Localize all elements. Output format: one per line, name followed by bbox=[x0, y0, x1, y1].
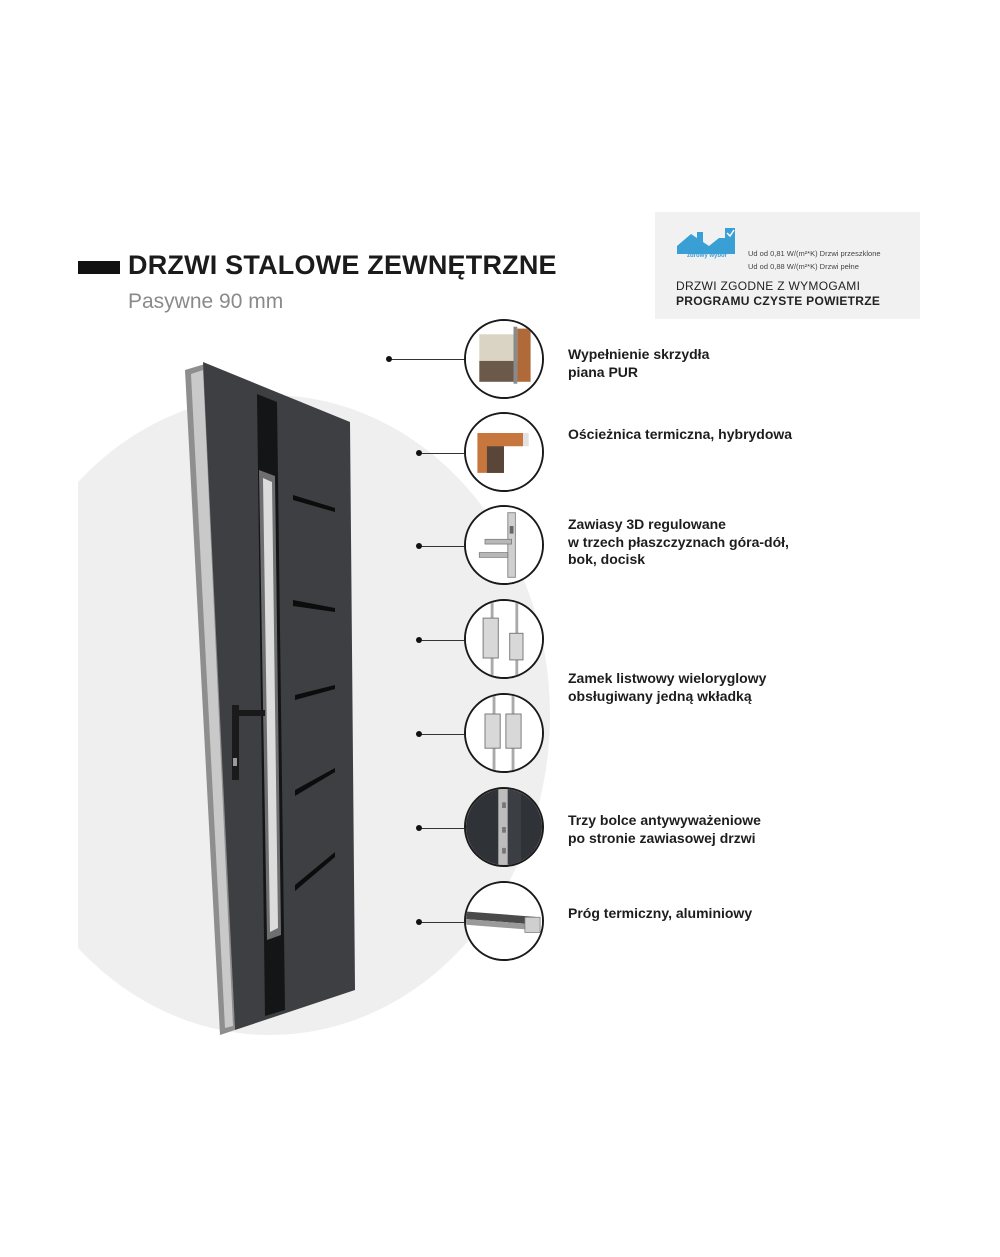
connector-line-1 bbox=[386, 356, 464, 362]
badge-logo-text-1: czyste powietrze bbox=[683, 246, 731, 252]
feature-label-3: Zawiasy 3D regulowane w trzech płaszczyz… bbox=[568, 516, 789, 567]
pur-foam-icon bbox=[464, 319, 544, 399]
connector-line-2 bbox=[416, 450, 464, 456]
connector-line-4 bbox=[416, 637, 464, 643]
badge-compliance-text: DRZWI ZGODNE Z WYMOGAMI bbox=[676, 279, 861, 293]
connector-line-5 bbox=[416, 731, 464, 737]
connector-line-3 bbox=[416, 543, 464, 549]
anti-burglary-bolt-icon bbox=[464, 787, 544, 867]
feature-label-5: Trzy bolce antywyważeniowe po stronie za… bbox=[568, 812, 761, 846]
badge-value-solid: Ud od 0,88 W/(m²*K) Drzwi pełne bbox=[748, 262, 859, 271]
connector-line-7 bbox=[416, 919, 464, 925]
badge-logo-text-2: zdrowy wybór bbox=[686, 253, 727, 259]
page-subtitle: Pasywne 90 mm bbox=[128, 290, 284, 313]
feature-label-1: Wypełnienie skrzydła piana PUR bbox=[568, 346, 710, 380]
badge-value-glazed: Ud od 0,81 W/(m²*K) Drzwi przeszklone bbox=[748, 249, 881, 258]
feature-label-4: Zamek listwowy wieloryglowy obsługiwany … bbox=[568, 670, 767, 704]
lock-icon bbox=[464, 599, 544, 679]
connector-line-6 bbox=[416, 825, 464, 831]
title-accent-bar bbox=[78, 261, 120, 274]
frame-icon bbox=[464, 412, 544, 492]
clean-air-badge bbox=[655, 212, 920, 319]
hinge-icon bbox=[464, 505, 544, 585]
door-image bbox=[185, 362, 355, 1035]
badge-program-text: PROGRAMU CZYSTE POWIETRZE bbox=[676, 294, 881, 308]
feature-label-6: Próg termiczny, aluminiowy bbox=[568, 905, 753, 921]
threshold-icon bbox=[464, 881, 544, 961]
page-title: DRZWI STALOWE ZEWNĘTRZNE bbox=[128, 250, 557, 280]
feature-label-2: Ościeżnica termiczna, hybrydowa bbox=[568, 426, 793, 442]
clean-air-logo-icon bbox=[677, 228, 735, 254]
lock-detail-icon bbox=[464, 693, 544, 773]
